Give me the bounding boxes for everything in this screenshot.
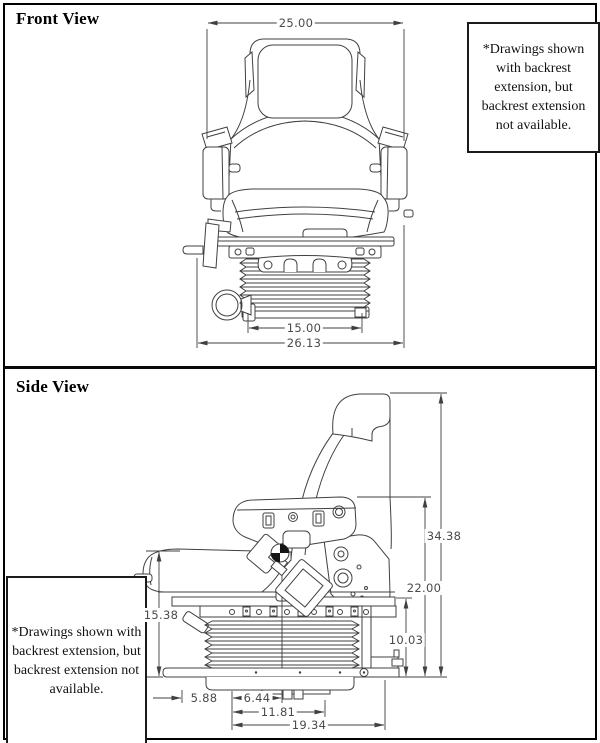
side-bellows xyxy=(203,620,361,669)
dim-side-overall-height: 34.38 xyxy=(424,529,464,543)
dim-side-cushion-height: 15.38 xyxy=(141,608,181,622)
side-headrest xyxy=(332,393,391,442)
section-divider xyxy=(4,366,596,369)
front-ring-knob xyxy=(211,289,252,321)
dim-side-mount-length: 11.81 xyxy=(258,705,298,719)
front-armrest-left xyxy=(201,126,241,212)
front-lever xyxy=(182,218,232,269)
dim-front-top-width: 25.00 xyxy=(276,16,316,30)
dim-side-overall-depth: 19.34 xyxy=(289,718,329,732)
drawing-border xyxy=(3,3,597,740)
dim-front-bellows-width: 15.00 xyxy=(284,321,324,335)
front-view-title: Front View xyxy=(16,9,100,28)
dim-side-front-offset: 5.88 xyxy=(188,691,220,705)
note-box-front: *Drawings shown with backrest extension,… xyxy=(467,22,600,153)
side-armrest xyxy=(232,496,357,549)
dim-side-armrest-height: 22.00 xyxy=(404,581,444,595)
side-view-title: Side View xyxy=(16,377,90,396)
front-roller-cover xyxy=(257,255,353,273)
front-side-tab xyxy=(403,209,414,218)
front-base-rail xyxy=(241,303,370,322)
side-witness-lines xyxy=(146,392,447,678)
dim-front-overall-width: 26.13 xyxy=(284,336,324,350)
dim-side-suspension-height: 10.03 xyxy=(386,633,426,647)
side-view-drawing xyxy=(133,392,447,730)
front-view-drawing xyxy=(182,20,414,348)
side-rear-support xyxy=(361,606,404,669)
front-backrest xyxy=(227,110,383,198)
front-headrest xyxy=(230,38,380,140)
front-suspension xyxy=(215,228,395,259)
dim-side-mount-offset: 6.44 xyxy=(241,691,273,705)
side-recline-bracket xyxy=(323,534,391,607)
cg-target-icon xyxy=(270,543,290,563)
side-base xyxy=(162,667,400,700)
note-box-side: *Drawings shown with backrest extension,… xyxy=(6,576,147,743)
front-armrest-right xyxy=(369,126,409,212)
